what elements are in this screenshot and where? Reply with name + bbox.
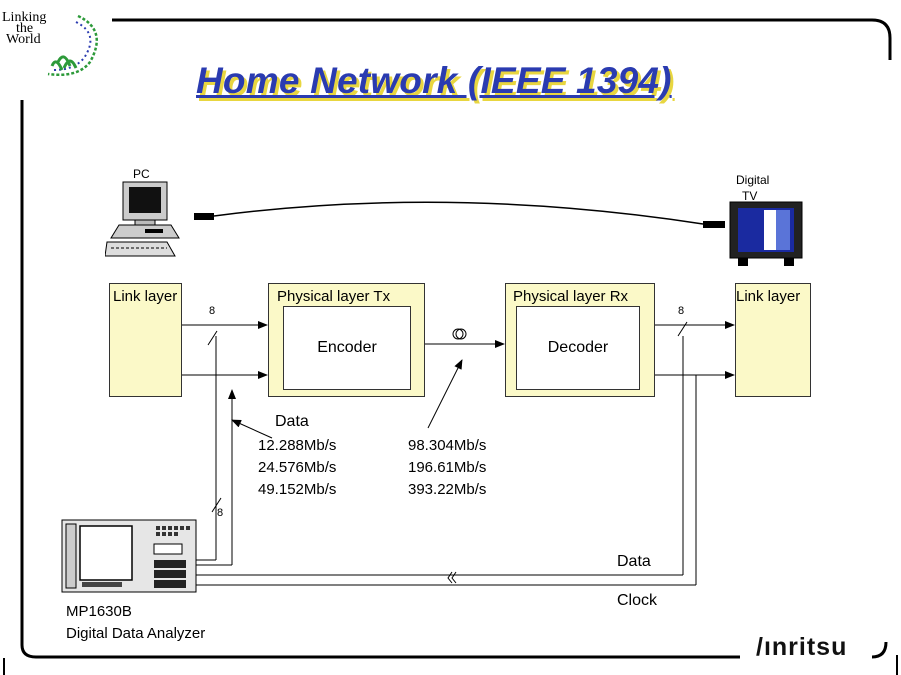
analyzer-description: Digital Data Analyzer xyxy=(66,625,206,642)
analyzer-model: MP1630B xyxy=(66,603,132,620)
physical-layer-tx-label: Physical layer Tx xyxy=(277,288,391,305)
physical-layer-rx-label: Physical layer Rx xyxy=(513,288,629,305)
parallel-rates: 12.288Mb/s 24.576Mb/s 49.152Mb/s xyxy=(258,435,336,501)
slide-title: Home Network (IEEE 1394) xyxy=(196,60,672,101)
physical-layer-tx-block: Physical layer Tx Encoder xyxy=(268,283,425,397)
link-layer-right-label: Link layer xyxy=(736,288,801,305)
link-layer-left-label: Link layer xyxy=(113,288,178,305)
globe-swoosh-icon xyxy=(47,14,98,76)
physical-layer-rx-block: Physical layer Rx Decoder xyxy=(505,283,655,397)
rate-item: 98.304Mb/s xyxy=(408,437,487,454)
linking-the-world-logo: Linking the World xyxy=(2,10,47,47)
tv-label-line1: Digital xyxy=(736,173,770,187)
rate-item: 24.576Mb/s xyxy=(258,459,337,476)
bus-width-label: 8 xyxy=(678,305,685,317)
anritsu-logo: /ınritsu xyxy=(752,633,852,662)
rate-item: 196.61Mb/s xyxy=(408,459,487,476)
serial-rates: 98.304Mb/s 196.61Mb/s 393.22Mb/s xyxy=(408,435,486,501)
rate-item: 393.22Mb/s xyxy=(408,481,487,498)
data-signal-label: Data xyxy=(617,553,651,570)
decoder-block: Decoder xyxy=(516,306,640,390)
rate-item: 49.152Mb/s xyxy=(258,481,337,498)
data-heading: Data xyxy=(275,413,309,430)
digital-tv-icon xyxy=(729,201,803,266)
bus-width-label: 8 xyxy=(217,507,224,519)
rate-item: 12.288Mb/s xyxy=(258,437,337,454)
pc-label: PC xyxy=(133,167,150,181)
tv-label-line2: TV xyxy=(742,189,758,203)
decoder-label: Decoder xyxy=(547,339,609,356)
pc-icon xyxy=(105,181,180,257)
analyzer-instrument-icon xyxy=(61,519,197,593)
link-layer-right-block: Link layer xyxy=(735,283,811,397)
clock-signal-label: Clock xyxy=(617,592,658,609)
encoder-block: Encoder xyxy=(283,306,411,390)
bus-width-label: 8 xyxy=(209,305,216,317)
link-layer-left-block: Link layer xyxy=(109,283,182,397)
encoder-label: Encoder xyxy=(317,339,377,356)
